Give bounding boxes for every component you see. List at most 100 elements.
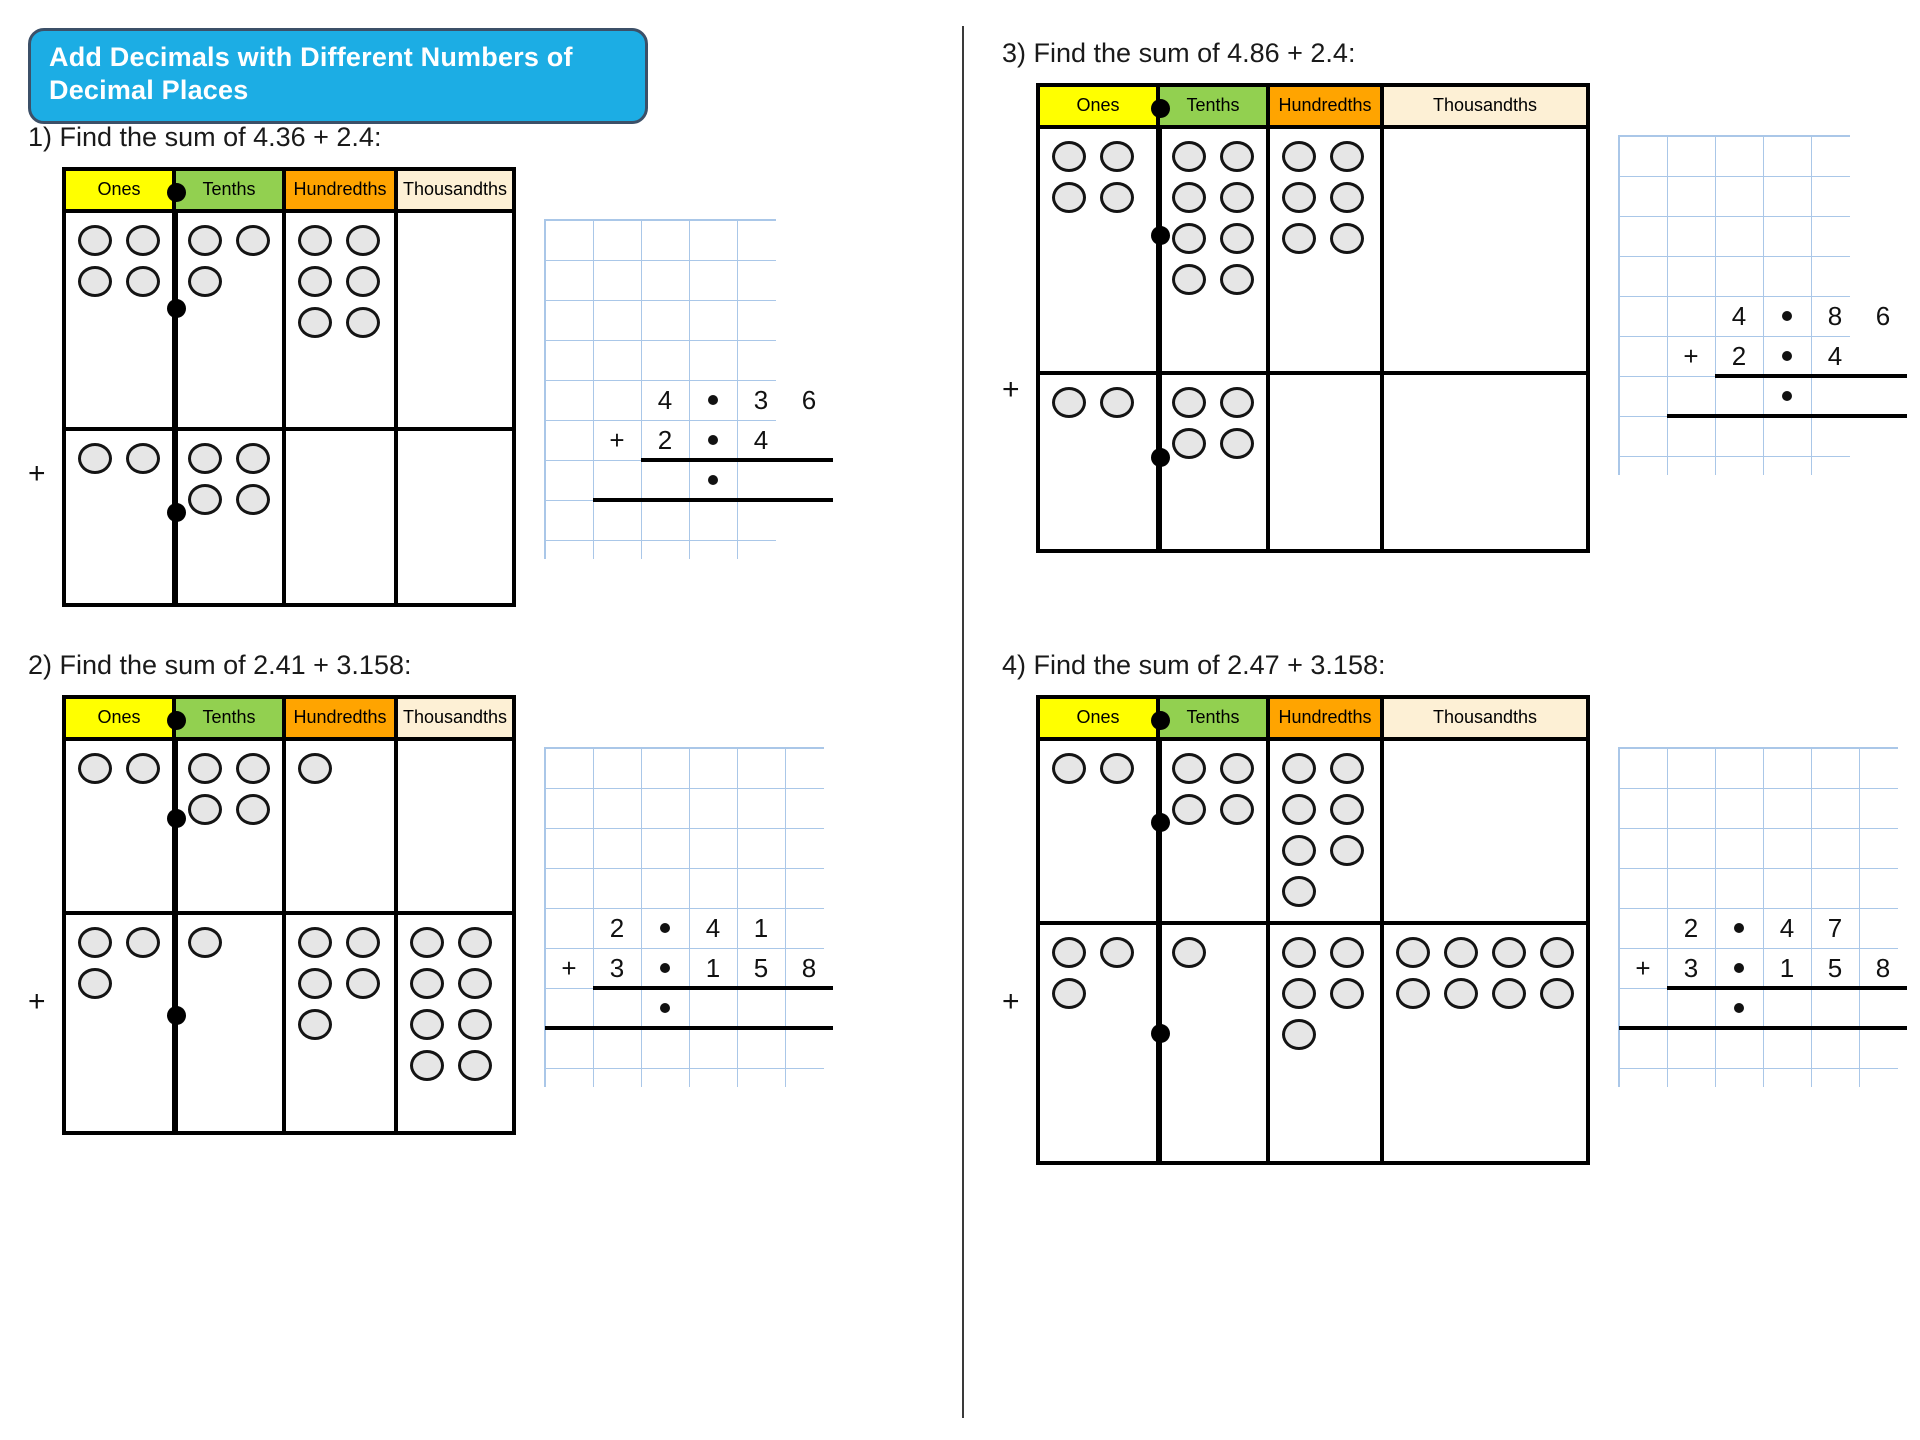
place-value-counter [346, 927, 380, 958]
counter-group-thousandths [1384, 375, 1608, 391]
counter-group-hundredths [1270, 741, 1406, 911]
place-value-counter [1172, 794, 1206, 825]
decimal-point-dot-row1 [1151, 813, 1170, 832]
addend-separator [66, 427, 512, 431]
place-value-counter [1100, 182, 1134, 213]
addend-row-1 [66, 741, 512, 911]
place-value-counter [188, 225, 222, 256]
counter-group-ones [66, 915, 198, 1003]
place-value-counter [410, 927, 444, 958]
counter-group-tenths [1160, 129, 1292, 299]
place-value-counter [236, 225, 270, 256]
column-header-tenths: Tenths [176, 699, 286, 737]
counter-group-thousandths [398, 915, 534, 1085]
decimal-point-dot-row1 [167, 809, 186, 828]
calc-plus-sign: + [609, 424, 625, 455]
place-value-counter [1330, 835, 1364, 866]
column-header-hundredths: Hundredths [1270, 87, 1384, 125]
place-value-counter [1282, 1019, 1316, 1050]
counter-group-hundredths [286, 213, 420, 342]
place-value-counter [1172, 428, 1206, 459]
counter-group-tenths [176, 213, 308, 301]
calc-digit: 3 [609, 952, 625, 983]
column-header-hundredths: Hundredths [286, 699, 398, 737]
problem-2-prompt: 2) Find the sum of 2.41 + 3.158: [28, 650, 412, 680]
counter-group-hundredths [1270, 129, 1406, 258]
decimal-point-dot-header [1151, 99, 1170, 118]
counter-group-thousandths [1384, 129, 1608, 145]
counter-cell-ones [66, 915, 176, 1131]
calc-decimal-point [1782, 311, 1792, 321]
place-value-counter [1220, 141, 1254, 172]
calc-digit: 2 [1731, 340, 1747, 371]
place-value-counter [188, 266, 222, 297]
counter-cell-tenths [176, 431, 286, 603]
counter-group-tenths [176, 431, 308, 519]
place-value-counter [1220, 223, 1254, 254]
place-value-counter [126, 927, 160, 958]
calc-decimal-point [1734, 963, 1744, 973]
place-value-counter [1052, 387, 1086, 418]
calc-rule-top [1715, 374, 1907, 378]
page-title: Add Decimals with Different Numbers of D… [49, 42, 573, 105]
place-value-counter [1172, 223, 1206, 254]
place-value-counter [1172, 141, 1206, 172]
place-value-counter [1220, 387, 1254, 418]
calc-decimal-point [660, 1003, 670, 1013]
counter-group-hundredths [286, 915, 420, 1044]
decimal-point-dot-row1 [1151, 225, 1170, 245]
counter-group-ones [1040, 925, 1182, 1013]
counter-cell-tenths [176, 915, 286, 1131]
calc-digit: 4 [657, 384, 673, 415]
place-value-counter [1282, 753, 1316, 784]
counter-cell-hundredths [286, 213, 398, 427]
counter-cell-hundredths [286, 431, 398, 603]
counter-group-tenths [176, 915, 308, 962]
calc-digit: 1 [1779, 952, 1795, 983]
place-value-counter [1100, 753, 1134, 784]
place-value-counter [298, 307, 332, 338]
decimal-point-dot-row2 [167, 1005, 186, 1025]
counter-cell-ones [1040, 741, 1160, 921]
counter-cell-ones [1040, 925, 1160, 1161]
calc-digit: 2 [609, 912, 625, 943]
column-divider [962, 26, 964, 1418]
calc-digit: 3 [1683, 952, 1699, 983]
place-value-counter [1492, 978, 1526, 1009]
counter-cell-ones [66, 741, 176, 911]
decimal-divider-line-row1 [1158, 129, 1162, 371]
counter-group-thousandths [1384, 741, 1608, 757]
counter-group-ones [66, 431, 198, 478]
place-value-counter [188, 443, 222, 474]
decimal-point-dot-header [167, 711, 186, 730]
place-value-counter [126, 443, 160, 474]
place-value-counter [298, 1009, 332, 1040]
place-value-counter [1282, 978, 1316, 1009]
counter-cell-hundredths [1270, 925, 1384, 1161]
calc-decimal-point [1782, 351, 1792, 361]
column-header-thousandths: Thousandths [1384, 87, 1586, 125]
addend-row-2 [66, 431, 512, 603]
problem-3-plus-sign: + [1002, 373, 1020, 406]
counter-cell-hundredths [1270, 741, 1384, 921]
calc-digit: 4 [1827, 340, 1843, 371]
place-value-counter [298, 753, 332, 784]
calc-digit: 6 [1875, 300, 1891, 331]
decimal-point-dot-row2 [1151, 1024, 1170, 1044]
calc-rule-top [593, 986, 833, 990]
counter-cell-ones [66, 213, 176, 427]
place-value-counter [126, 266, 160, 297]
addend-row-2 [1040, 375, 1586, 549]
place-value-counter [78, 927, 112, 958]
counter-group-hundredths [286, 741, 420, 788]
addend-separator [66, 911, 512, 915]
